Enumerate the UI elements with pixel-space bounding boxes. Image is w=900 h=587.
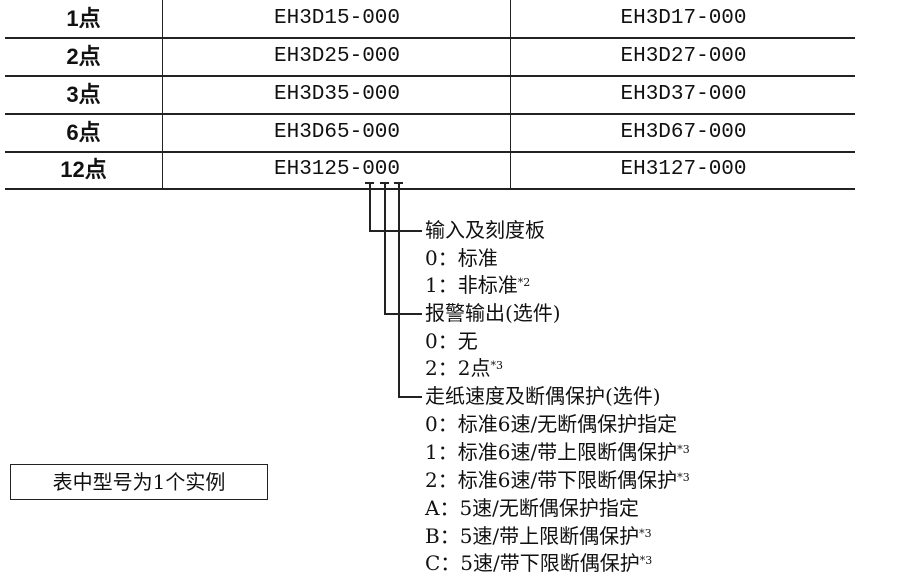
points-cell: 12点 [60, 157, 107, 182]
legend-heading-input: 输入及刻度板 [425, 218, 545, 242]
legend-item: B：5速/带上限断偶保护*3 [425, 524, 652, 548]
model-cell: EH3D15-000 [162, 0, 511, 37]
legend-item: 1：非标准*2 [425, 273, 531, 297]
points-cell: 2点 [66, 44, 101, 69]
legend-item: C：5速/带下限断偶保护*3 [425, 551, 653, 575]
model-cell: EH3D35-000 [162, 76, 511, 113]
model-cell: EH3D17-000 [510, 0, 856, 37]
legend-item: 0：标准6速/无断偶保护指定 [425, 412, 678, 436]
legend-heading-speed: 走纸速度及断偶保护(选件) [425, 384, 661, 408]
legend-item: 0：无 [425, 329, 478, 353]
legend-heading-alarm: 报警输出(选件) [425, 301, 561, 325]
model-cell: EH3D25-000 [162, 38, 511, 75]
points-cell: 6点 [66, 120, 101, 145]
legend-item: A：5速/无断偶保护指定 [425, 496, 639, 520]
legend-item: 2：2点*3 [425, 356, 503, 380]
model-cell: EH3127-000 [510, 151, 856, 188]
note-box: 表中型号为1个实例 [10, 464, 268, 500]
legend-item: 0：标准 [425, 246, 498, 270]
points-cell: 1点 [66, 6, 101, 31]
model-cell: EH3D37-000 [510, 76, 856, 113]
legend-item: 2：标准6速/带下限断偶保护*3 [425, 468, 690, 492]
model-cell: EH3D65-000 [162, 114, 511, 151]
table-row: 2点 EH3D25-000 EH3D27-000 [5, 38, 855, 77]
model-cell: EH3125-000 [162, 151, 511, 188]
points-cell: 3点 [66, 82, 101, 107]
table-row: 12点 EH3125-000 EH3127-000 [5, 151, 855, 190]
table-row: 3点 EH3D35-000 EH3D37-000 [5, 76, 855, 115]
table-row: 6点 EH3D65-000 EH3D67-000 [5, 114, 855, 153]
model-cell: EH3D27-000 [510, 38, 856, 75]
legend-item: 1：标准6速/带上限断偶保护*3 [425, 440, 690, 464]
model-cell: EH3D67-000 [510, 114, 856, 151]
table-row: 1点 EH3D15-000 EH3D17-000 [5, 0, 855, 39]
